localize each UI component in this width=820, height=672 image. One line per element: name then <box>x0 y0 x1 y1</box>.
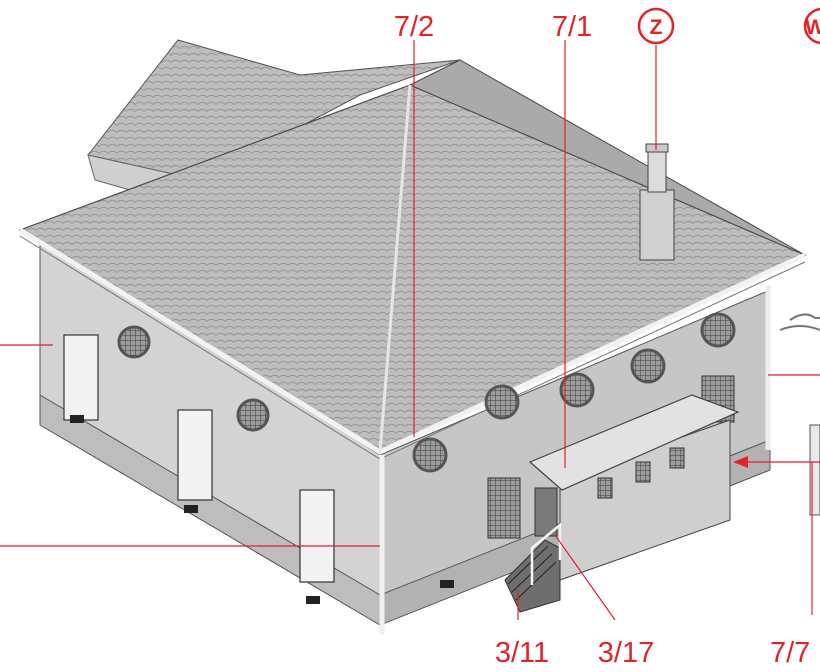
round-window <box>117 325 151 359</box>
marker-w-circle <box>803 7 820 45</box>
chimney <box>639 143 675 261</box>
round-window <box>630 348 666 384</box>
marker-z-label: Z <box>650 16 663 39</box>
callout-3-11: 3/11 <box>495 637 549 669</box>
door-left-3 <box>299 489 335 583</box>
door-left-1 <box>63 334 99 421</box>
round-windows <box>117 312 736 473</box>
left-wall-doors <box>63 334 454 604</box>
lattice-window <box>487 477 521 539</box>
leader-lines <box>0 40 820 621</box>
round-window <box>484 384 520 420</box>
leader-3-17 <box>554 534 616 621</box>
roof-back-face <box>408 59 806 256</box>
round-window <box>700 312 736 348</box>
round-window <box>412 437 448 473</box>
callout-3-17: 3/17 <box>598 637 654 669</box>
porch-annex <box>528 394 740 581</box>
marker-z-circle <box>637 7 675 45</box>
door-left-2 <box>177 409 213 501</box>
right-lamp-fragment <box>779 313 820 331</box>
marker-w-label: W <box>805 16 820 39</box>
callout-7-2: 7/2 <box>394 11 434 43</box>
callout-7-7: 7/7 <box>770 637 810 669</box>
roof-hip-ridge <box>378 84 412 453</box>
callout-7-1: 7/1 <box>552 11 592 43</box>
right-post-fragment <box>809 424 820 516</box>
arrowhead <box>733 456 748 468</box>
round-window <box>236 398 270 432</box>
porch-roof <box>528 394 740 491</box>
main-roof <box>18 59 807 460</box>
round-window <box>559 372 595 408</box>
